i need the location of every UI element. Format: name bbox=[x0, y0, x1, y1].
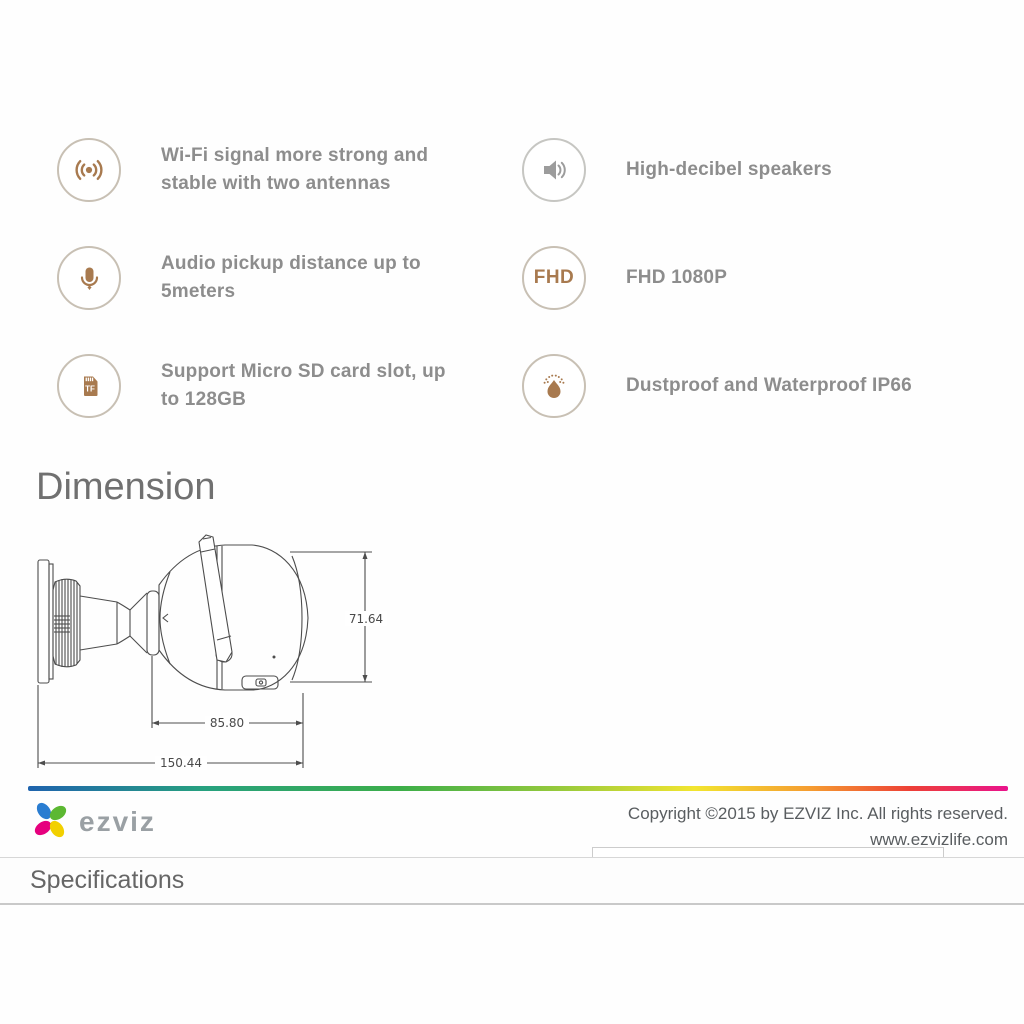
partial-box-artifact bbox=[592, 847, 944, 857]
feature-fhd: FHD FHD 1080P bbox=[522, 224, 967, 332]
copyright-block: Copyright ©2015 by EZVIZ Inc. All rights… bbox=[628, 801, 1008, 853]
dim-total-length-value: 150.44 bbox=[160, 756, 202, 770]
body-dot-detail bbox=[272, 655, 276, 659]
feature-line: Audio pickup distance up to bbox=[161, 253, 421, 274]
feature-line: Wi-Fi signal more strong and bbox=[161, 145, 429, 166]
wall-plate bbox=[37, 559, 50, 684]
feature-waterproof: Dustproof and Waterproof IP66 bbox=[522, 332, 967, 440]
ezviz-brand-text: ezviz bbox=[79, 805, 156, 837]
bottom-bracket bbox=[241, 675, 279, 690]
microphone-icon bbox=[57, 246, 121, 310]
knuckle-ribs bbox=[55, 579, 78, 667]
ezviz-logo-icon bbox=[34, 802, 67, 838]
dim-height: 71.64 bbox=[290, 551, 387, 683]
sd-card-tf-label: TF bbox=[85, 385, 95, 394]
body-rear-seam bbox=[291, 555, 303, 681]
feature-sdcard-text: Support Micro SD card slot, up to 128GB bbox=[161, 358, 446, 414]
camera-dimension-drawing: 71.64 85.80 150.44 bbox=[37, 534, 387, 770]
feature-speaker: High-decibel speakers bbox=[522, 116, 967, 224]
feature-line: High-decibel speakers bbox=[626, 159, 832, 180]
feature-line: Dustproof and Waterproof IP66 bbox=[626, 375, 912, 396]
feature-sdcard: TF Support Micro SD card slot, up to 128… bbox=[57, 332, 522, 440]
mount-arm bbox=[79, 592, 148, 654]
fhd-badge-icon: FHD bbox=[522, 246, 586, 310]
feature-fhd-text: FHD 1080P bbox=[626, 264, 727, 292]
rainbow-divider bbox=[28, 786, 1008, 791]
wall-plate-edge bbox=[48, 563, 54, 680]
fhd-badge-label: FHD bbox=[533, 267, 575, 288]
water-drop-icon bbox=[522, 354, 586, 418]
feature-line: FHD 1080P bbox=[626, 267, 728, 288]
feature-line: stable with two antennas bbox=[161, 173, 391, 194]
feature-line: to 128GB bbox=[161, 389, 247, 410]
dim-total-length: 150.44 bbox=[37, 685, 304, 770]
ezviz-logo: ezviz bbox=[30, 799, 156, 841]
feature-audio: Audio pickup distance up to 5meters bbox=[57, 224, 522, 332]
knuckle-threads bbox=[54, 615, 70, 633]
logo-petals bbox=[34, 802, 67, 838]
website-url: www.ezvizlife.com bbox=[870, 830, 1008, 849]
feature-audio-text: Audio pickup distance up to 5meters bbox=[161, 250, 421, 306]
body-front-curve bbox=[159, 571, 171, 665]
micro-sd-card-icon: TF bbox=[57, 354, 121, 418]
specifications-header: Specifications bbox=[0, 857, 1024, 905]
antenna bbox=[198, 534, 233, 663]
feature-speaker-text: High-decibel speakers bbox=[626, 156, 832, 184]
dimension-section-title: Dimension bbox=[36, 466, 216, 508]
feature-line: Support Micro SD card slot, up bbox=[161, 361, 446, 382]
feature-wifi-text: Wi-Fi signal more strong and stable with… bbox=[161, 142, 428, 198]
dim-body-length: 85.80 bbox=[151, 656, 304, 730]
specifications-title: Specifications bbox=[30, 866, 185, 894]
feature-waterproof-text: Dustproof and Waterproof IP66 bbox=[626, 372, 912, 400]
feature-grid: Wi-Fi signal more strong and stable with… bbox=[57, 116, 967, 440]
bracket-clip bbox=[255, 678, 267, 687]
dim-body-length-value: 85.80 bbox=[210, 716, 244, 730]
mount-knuckle bbox=[52, 578, 81, 668]
camera-base-ring bbox=[146, 590, 160, 656]
dim-height-value: 71.64 bbox=[349, 612, 383, 626]
feature-wifi: Wi-Fi signal more strong and stable with… bbox=[57, 116, 522, 224]
feature-line: 5meters bbox=[161, 281, 236, 302]
speaker-icon bbox=[522, 138, 586, 202]
bracket-screw bbox=[258, 680, 264, 685]
camera-body bbox=[158, 544, 309, 691]
wifi-signal-icon bbox=[57, 138, 121, 202]
copyright-line: Copyright ©2015 by EZVIZ Inc. All rights… bbox=[627, 804, 1008, 823]
body-front-detail bbox=[162, 613, 169, 623]
